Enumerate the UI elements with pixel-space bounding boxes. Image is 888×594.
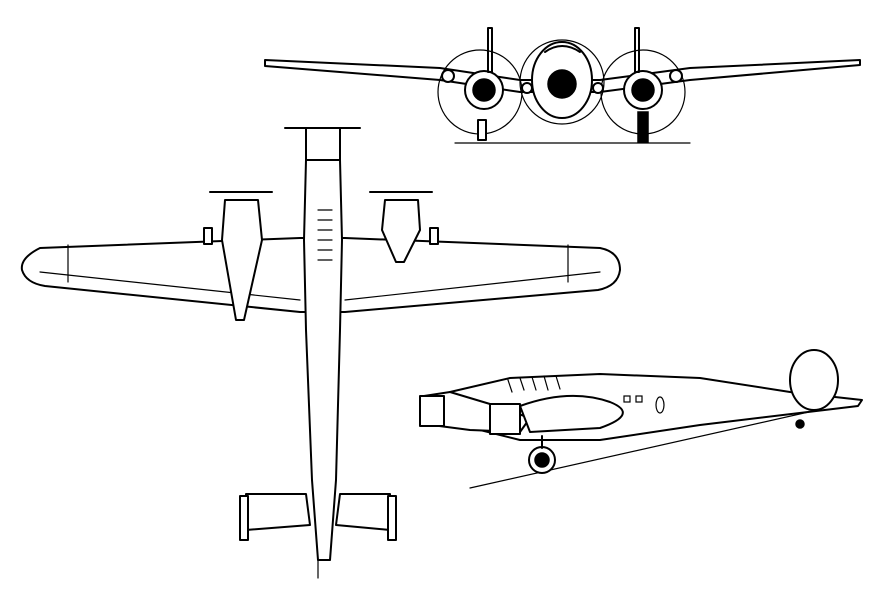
- plan-wing-flap-right: [344, 271, 601, 301]
- left-gear-front: [477, 119, 487, 141]
- right-engine-hub: [631, 78, 655, 102]
- nose-front: [547, 69, 577, 99]
- side-view: [419, 349, 863, 489]
- side-engine-cowl: [419, 395, 445, 427]
- plan-left-pod: [203, 227, 213, 245]
- plan-nose: [305, 127, 341, 161]
- side-tail-wheel: [795, 419, 805, 429]
- plan-wing-flap-left: [39, 271, 301, 301]
- left-outer-detail: [441, 69, 455, 83]
- plan-right-fin: [387, 495, 397, 541]
- right-inner-detail: [592, 82, 604, 94]
- plan-left-fin: [239, 495, 249, 541]
- side-tail-fin: [789, 349, 839, 411]
- plan-right-nacelle: [381, 199, 421, 263]
- right-fin-front: [634, 27, 640, 73]
- side-wing-root: [519, 394, 624, 433]
- side-ground-line: [469, 399, 863, 489]
- plan-right-tailplane: [335, 493, 391, 531]
- center-disc: [519, 39, 605, 125]
- front-view: [264, 27, 861, 144]
- plan-left-tailplane: [245, 493, 311, 531]
- right-outer-detail: [669, 69, 683, 83]
- side-canopy-frames: [507, 375, 561, 393]
- side-main-wheel-hub: [534, 452, 550, 468]
- left-engine-hub: [472, 78, 496, 102]
- left-fin-front: [487, 27, 493, 73]
- right-gear-front: [637, 111, 649, 143]
- side-door: [655, 396, 665, 414]
- side-engine-cowl-2: [489, 403, 521, 435]
- side-window-2: [635, 395, 643, 403]
- plan-right-pod: [429, 227, 439, 245]
- canopy-front: [544, 45, 581, 53]
- left-inner-detail: [521, 82, 533, 94]
- plan-cockpit-frames: [317, 209, 333, 261]
- plan-view: [20, 127, 621, 579]
- side-window-1: [623, 395, 631, 403]
- plan-left-nacelle: [221, 199, 263, 321]
